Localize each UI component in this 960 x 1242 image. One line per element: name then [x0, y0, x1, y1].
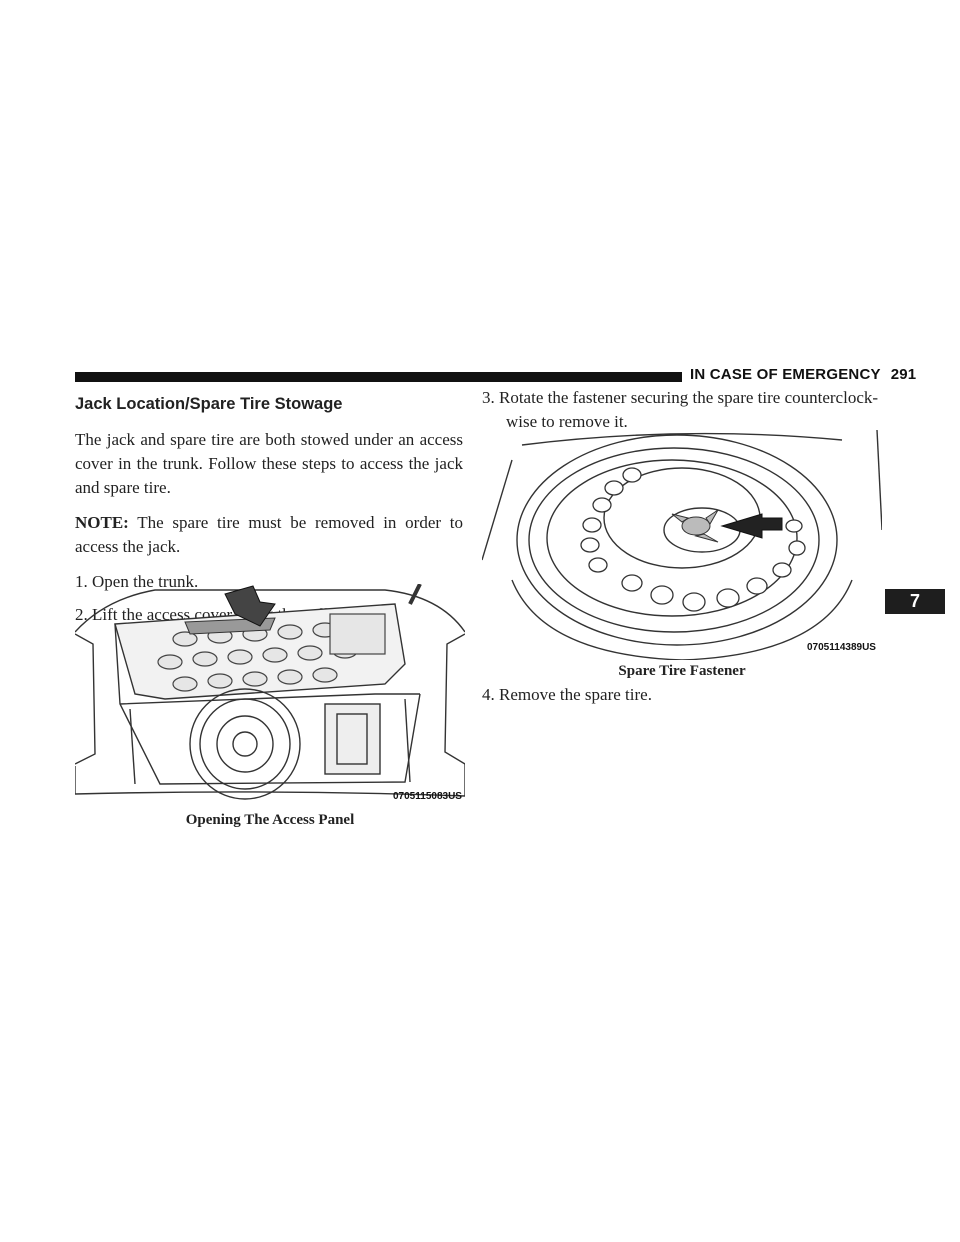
trunk-illustration: 0705115083US [75, 584, 465, 808]
running-header: IN CASE OF EMERGENCY 291 [690, 366, 916, 383]
figure-code: 0705114389US [807, 642, 876, 653]
note-label: NOTE: [75, 513, 129, 532]
section-heading: Jack Location/Spare Tire Stowage [75, 395, 343, 413]
left-column: Jack Location/Spare Tire Stowage The jac… [75, 392, 463, 636]
figure-caption: Spare Tire Fastener [618, 663, 746, 679]
spare-tire-drawing [482, 430, 882, 660]
right-column: 3. Rotate the fastener securing the spar… [482, 386, 882, 443]
step-1: 1. Open the trunk. [75, 572, 199, 591]
trunk-drawing [75, 584, 465, 800]
figure-code: 0705115083US [393, 791, 462, 802]
spare-tire-illustration: 0705114389US [482, 430, 882, 660]
note-text: The spare tire must be removed in order … [75, 513, 463, 556]
section-title: IN CASE OF EMERGENCY [690, 366, 881, 383]
note-paragraph: NOTE: The spare tire must be removed in … [75, 511, 463, 559]
step-3: 3. Rotate the fastener securing the spar… [482, 388, 879, 431]
intro-paragraph: The jack and spare tire are both stowed … [75, 430, 463, 497]
chapter-tab[interactable]: 7 [885, 589, 945, 614]
page-number: 291 [890, 366, 917, 383]
figure-caption: Opening The Access Panel [185, 812, 355, 828]
header-rule [75, 372, 682, 382]
right-column-lower: 4. Remove the spare tire. [482, 683, 882, 716]
step-4: 4. Remove the spare tire. [482, 685, 652, 704]
